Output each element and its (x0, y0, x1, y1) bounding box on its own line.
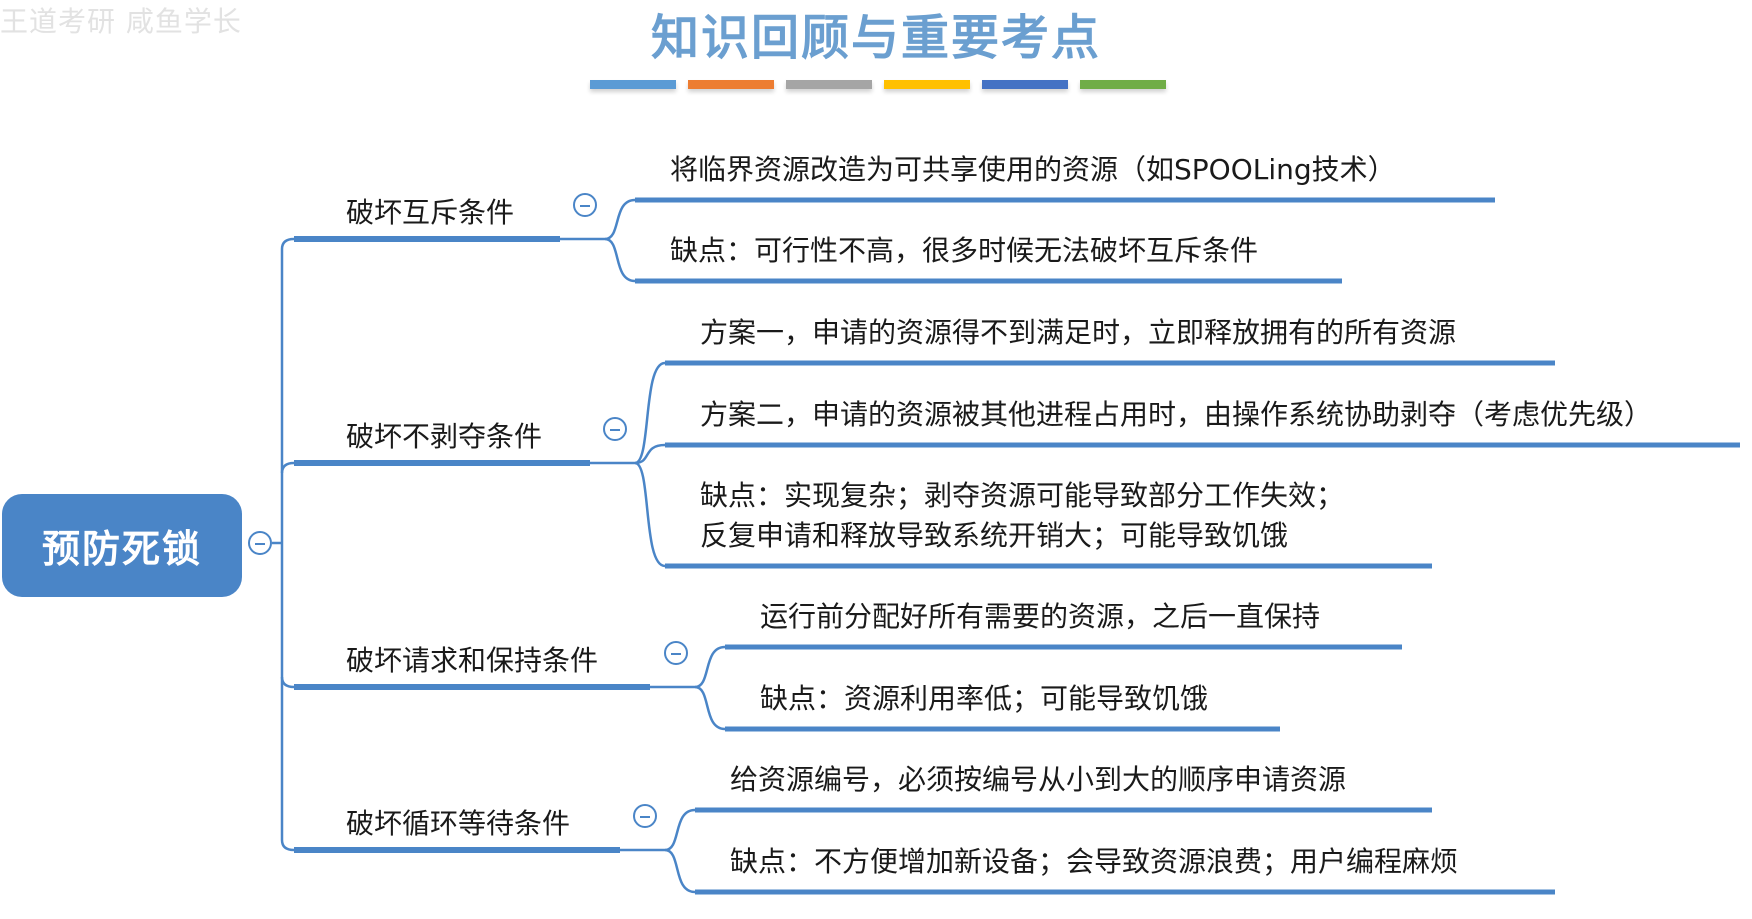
root-node-label: 预防死锁 (41, 527, 202, 571)
branch-elbow (280, 237, 295, 250)
leaf-text-line: 缺点：实现复杂；剥夺资源可能导致部分工作失效； (700, 479, 1345, 512)
leaf-text-line: 将临界资源改造为可共享使用的资源（如SPOOLing技术） (670, 153, 1396, 186)
leaf-curve (634, 461, 666, 568)
leaf-text-line: 缺点：不方便增加新设备；会导致资源浪费；用户编程麻烦 (730, 845, 1459, 878)
branch-collapse-button[interactable] (633, 804, 657, 828)
branch-elbow (280, 839, 295, 852)
leaf-label: 将临界资源改造为可共享使用的资源（如SPOOLing技术） (670, 150, 1396, 190)
leaf-curve (664, 848, 696, 894)
leaf-text-line: 给资源编号，必须按编号从小到大的顺序申请资源 (730, 763, 1347, 796)
minus-icon (580, 205, 590, 207)
branch-elbow (280, 676, 295, 689)
page-title: 知识回顾与重要考点 (650, 10, 1101, 66)
leaf-label: 运行前分配好所有需要的资源，之后一直保持 (760, 597, 1320, 637)
leaf-curve (604, 198, 636, 241)
root-collapse-button[interactable] (248, 531, 272, 555)
title-bar-4 (884, 80, 970, 89)
leaf-text-line: 缺点：可行性不高，很多时候无法破坏互斥条件 (670, 234, 1259, 267)
watermark: 王道考研 咸鱼学长 (0, 5, 242, 38)
title-bar-1 (590, 80, 676, 89)
leaf-curve (664, 808, 696, 852)
leaf-label: 给资源编号，必须按编号从小到大的顺序申请资源 (730, 760, 1346, 800)
leaf-text-line: 方案一，申请的资源得不到满足时，立即释放拥有的所有资源 (700, 316, 1457, 349)
leaf-curve (694, 645, 726, 689)
branch-label[interactable]: 破坏请求和保持条件 (346, 644, 599, 677)
branch-label[interactable]: 破坏不剥夺条件 (346, 420, 543, 453)
minus-icon (610, 429, 620, 431)
minus-icon (255, 543, 265, 545)
title-bar-2 (688, 80, 774, 89)
branch-collapse-button[interactable] (603, 417, 627, 441)
branch-collapse-button[interactable] (664, 641, 688, 665)
leaf-text-line: 运行前分配好所有需要的资源，之后一直保持 (760, 600, 1321, 633)
leaf-curve (604, 237, 636, 283)
leaf-label: 缺点：不方便增加新设备；会导致资源浪费；用户编程麻烦 (730, 842, 1458, 882)
branch-label[interactable]: 破坏循环等待条件 (346, 807, 571, 840)
leaf-label: 缺点：实现复杂；剥夺资源可能导致部分工作失效； 反复申请和释放导致系统开销大；可能… (700, 476, 1344, 556)
leaf-label: 缺点：资源利用率低；可能导致饥饿 (760, 679, 1208, 719)
leaf-curve (694, 685, 726, 731)
branch-collapse-button[interactable] (573, 193, 597, 217)
branch-label[interactable]: 破坏互斥条件 (346, 196, 515, 229)
leaf-label: 方案二，申请的资源被其他进程占用时，由操作系统协助剥夺（考虑优先级） (700, 395, 1652, 435)
title-bar-5 (982, 80, 1068, 89)
title-bar-6 (1080, 80, 1166, 89)
root-node[interactable]: 预防死锁 (2, 494, 242, 597)
minus-icon (640, 816, 650, 818)
leaf-text-line: 反复申请和释放导致系统开销大；可能导致饥饿 (700, 519, 1289, 552)
branch-elbow (280, 461, 295, 474)
leaf-label: 方案一，申请的资源得不到满足时，立即释放拥有的所有资源 (700, 313, 1456, 353)
leaf-text-line: 方案二，申请的资源被其他进程占用时，由操作系统协助剥夺（考虑优先级） (700, 398, 1653, 431)
leaf-text-line: 缺点：资源利用率低；可能导致饥饿 (760, 682, 1209, 715)
minus-icon (671, 653, 681, 655)
leaf-label: 缺点：可行性不高，很多时候无法破坏互斥条件 (670, 231, 1258, 271)
leaf-curve (634, 443, 666, 465)
leaf-curve (634, 361, 666, 465)
title-bar-3 (786, 80, 872, 89)
